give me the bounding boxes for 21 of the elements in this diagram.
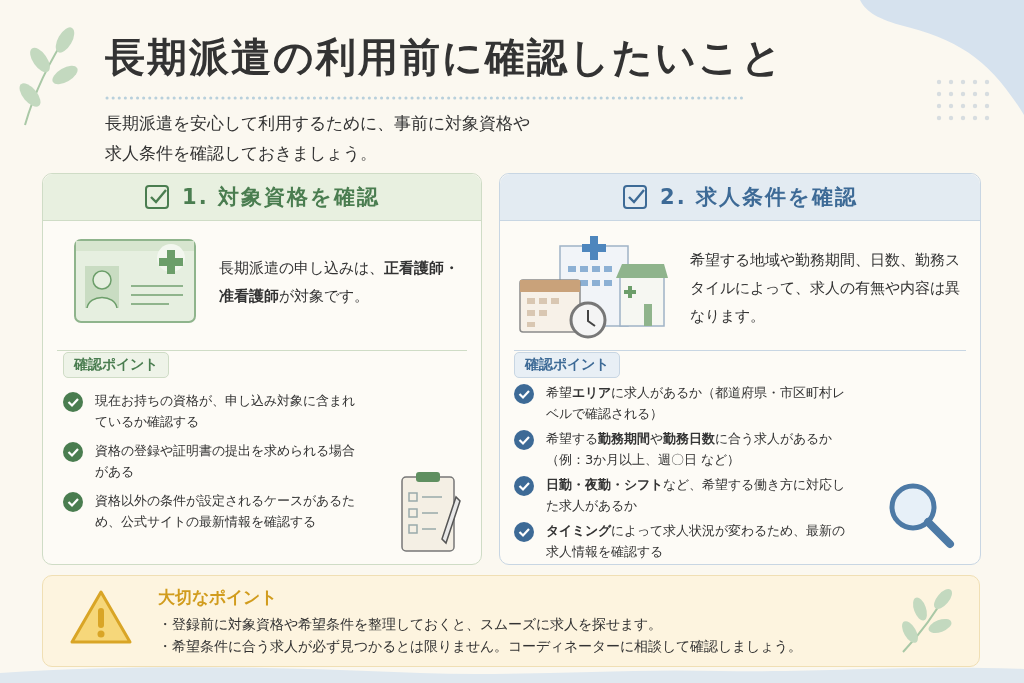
check-item-text: 希望する勤務期間や勤務日数に合う求人があるか（例：3か月以上、週〇日 など） <box>546 430 833 469</box>
note-text: ・希望条件に合う求人が必ず見つかるとは限りません。コーディネーターに相談して確認しましょう。 <box>158 637 802 656</box>
check-item-text: 日勤・夜勤・シフトなど、希望する働き方に対応した求人があるか <box>546 476 846 515</box>
check-item-text: 現在お持ちの資格が、申し込み対象に含まれているか確認する <box>95 392 356 431</box>
section-tag: 確認ポイント <box>63 352 169 378</box>
note-heading: 大切なポイント <box>158 586 277 609</box>
card-heading: 2. 求人条件を確認 <box>660 184 858 211</box>
card-heading: 1. 対象資格を確認 <box>182 184 380 211</box>
check-item-text: 希望エリアに求人があるか（都道府県・市区町村レベルで確認される） <box>546 384 846 423</box>
section-tag: 確認ポイント <box>514 352 620 378</box>
card-panel <box>499 173 981 565</box>
check-item-text: 資格以外の条件が設定されるケースがあるため、公式サイトの最新情報を確認する <box>95 492 356 531</box>
check-item-text: タイミングによって求人状況が変わるため、最新の求人情報を確認する <box>546 522 846 561</box>
card-panel <box>42 173 482 565</box>
note-text: ・登録前に対象資格や希望条件を整理しておくと、スムーズに求人を探せます。 <box>158 615 662 634</box>
title: 長期派遣の利用前に確認したいこと <box>105 33 784 82</box>
subtitle: 長期派遣を安心して利用するために、事前に対象資格や求人条件を確認しておきましょう。 <box>105 112 531 165</box>
check-item-text: 資格の登録や証明書の提出を求められる場合がある <box>95 442 356 481</box>
description-text: 希望する地域や勤務期間、日数、勤務スタイルによって、求人の有無や内容は異なります。 <box>690 251 961 326</box>
note-box <box>42 575 980 667</box>
description-text: 長期派遣の申し込みは、正看護師・准看護師が対象です。 <box>219 259 460 306</box>
